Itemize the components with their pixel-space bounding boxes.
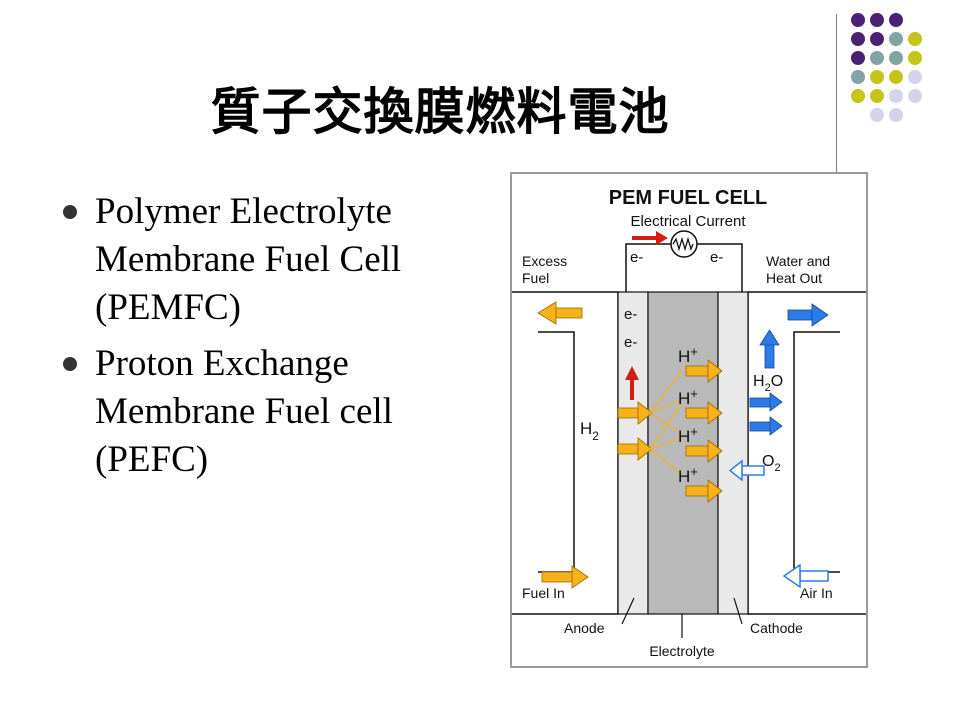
bullet-icon (63, 205, 77, 219)
bullet-item-pefc: Proton Exchange Membrane Fuel cell (PEFC… (60, 340, 480, 484)
water-out-arrow-icon (749, 397, 771, 408)
bullet-list: Polymer Electrolyte Membrane Fuel Cell (… (60, 188, 480, 492)
decorative-dot (870, 108, 884, 122)
decorative-dot (889, 108, 903, 122)
svg-text:H+: H+ (678, 464, 698, 486)
proton-arrow-icon (685, 485, 709, 497)
bullet-item-pemfc: Polymer Electrolyte Membrane Fuel Cell (… (60, 188, 480, 332)
decorative-dot (889, 89, 903, 103)
decorative-dot (889, 70, 903, 84)
excess-fuel-arrow-icon (555, 307, 583, 319)
bullet-text: Proton Exchange Membrane Fuel cell (PEFC… (95, 343, 393, 480)
decorative-dot (908, 70, 922, 84)
anode-electron-label: e- (624, 334, 637, 351)
decorative-dot (889, 32, 903, 46)
anode-electron-label: e- (624, 306, 637, 323)
decorative-dot (870, 51, 884, 65)
decorative-dot (908, 32, 922, 46)
air-in-arrow-icon (799, 570, 829, 582)
hydrogen-label: H2 (580, 419, 599, 443)
electron-left-label: e- (630, 249, 643, 266)
proton-row: H+ (678, 424, 723, 463)
excess-fuel-label-line1: Excess (522, 253, 567, 269)
proton-row: H+ (678, 386, 723, 425)
decorative-dot (851, 32, 865, 46)
hydrogen-in-arrow-icon (617, 407, 639, 419)
fuel-in-arrow-icon (541, 571, 573, 583)
water-heat-out-arrow-icon (787, 309, 813, 321)
electrolyte-label: Electrolyte (649, 643, 715, 659)
electron-up-arrow-icon (630, 378, 634, 400)
water-heat-label-line2: Heat Out (766, 270, 822, 286)
proton-row: H+ (678, 464, 723, 503)
water-out-arrow-icon (749, 421, 771, 432)
bullet-icon (63, 357, 77, 371)
proton-row: H+ (678, 344, 723, 383)
decorative-dot-grid (851, 13, 922, 122)
decorative-dot (851, 13, 865, 27)
oxygen-in-arrow-icon (741, 465, 765, 476)
bullet-text: Polymer Electrolyte Membrane Fuel Cell (… (95, 191, 402, 328)
svg-text:H+: H+ (678, 386, 698, 408)
proton-split-lines (649, 369, 683, 475)
electrical-current-label: Electrical Current (630, 213, 746, 230)
air-in-label: Air In (800, 585, 833, 601)
decorative-dot (870, 32, 884, 46)
slide-title: 質子交換膜燃料電池 (210, 83, 670, 141)
svg-text:H+: H+ (678, 344, 698, 366)
decorative-dot (851, 89, 865, 103)
diagram-title: PEM FUEL CELL (609, 187, 768, 209)
oxygen-label: O2 (762, 453, 781, 474)
electron-right-label: e- (710, 249, 723, 266)
decorative-dot (889, 51, 903, 65)
decorative-dot (870, 13, 884, 27)
decorative-dot (851, 70, 865, 84)
cathode-layer (717, 291, 749, 615)
decorative-dot (870, 70, 884, 84)
fuel-in-label: Fuel In (522, 585, 565, 601)
water-label: H2O (753, 373, 783, 394)
proton-arrow-icon (685, 445, 709, 457)
decorative-dot (908, 89, 922, 103)
svg-text:H+: H+ (678, 424, 698, 446)
excess-fuel-label-line2: Fuel (522, 270, 549, 286)
cathode-label: Cathode (750, 620, 803, 636)
pem-fuel-cell-diagram: PEM FUEL CELL Electrical Current e- e- E… (510, 172, 868, 668)
decorative-vertical-rule (836, 14, 837, 172)
decorative-dot (908, 51, 922, 65)
hydrogen-in-arrow-icon (617, 443, 639, 455)
decorative-dot (870, 89, 884, 103)
anode-label: Anode (564, 620, 605, 636)
water-heat-label-line1: Water and (766, 253, 830, 269)
decorative-dot (851, 51, 865, 65)
proton-arrow-icon (685, 407, 709, 419)
water-up-arrow-icon (764, 343, 775, 369)
proton-arrow-icon (685, 365, 709, 377)
decorative-dot (889, 13, 903, 27)
